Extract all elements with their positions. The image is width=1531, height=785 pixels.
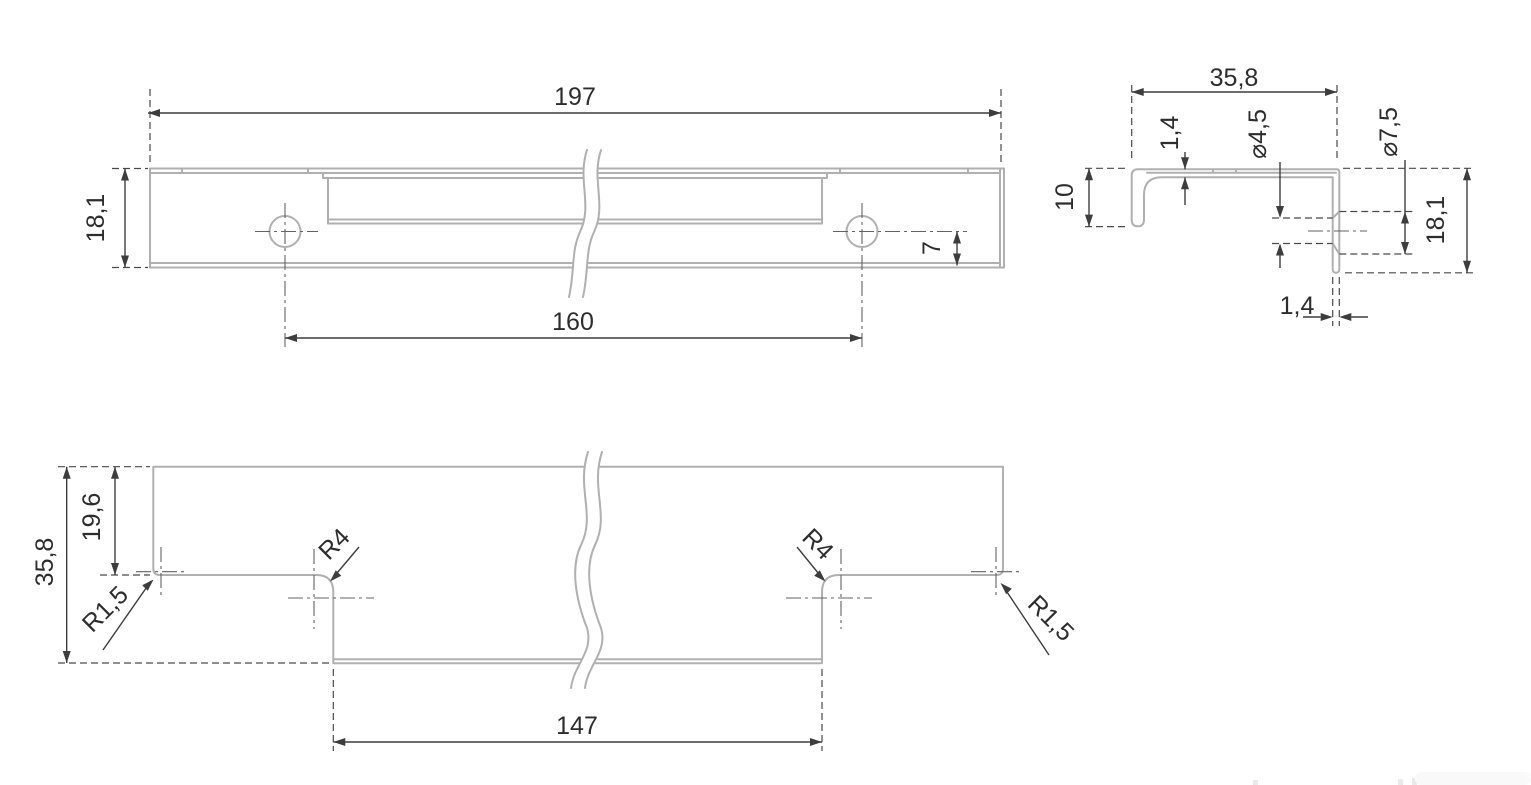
plan-extension-lines xyxy=(58,466,823,751)
section-dim-top-thickness: 1,4 xyxy=(1156,116,1189,205)
plan-view: 35,8 19,6 R1,5 R4 R4 xyxy=(31,451,1079,751)
section-dim-wall-thickness: 1,4 xyxy=(1280,292,1368,321)
dim-label-section-height: 18,1 xyxy=(1422,196,1450,245)
dim-label-radius-right-step: R4 xyxy=(796,523,838,565)
plan-dim-front-depth: 19,6 xyxy=(78,466,119,575)
dim-label-plan-front-depth: 19,6 xyxy=(78,493,106,542)
dim-label-small-hole-diameter: ⌀4,5 xyxy=(1244,109,1272,159)
dim-label-front-height: 18,1 xyxy=(82,194,110,243)
front-view: 197 18,1 160 7 xyxy=(82,83,1005,347)
dim-label-lip-height: 10 xyxy=(1051,183,1079,211)
plan-callout-radius-left-step: R4 xyxy=(313,523,360,582)
dim-label-radius-right-corner: R1,5 xyxy=(1022,590,1079,647)
front-dim-hole-offset: 7 xyxy=(918,231,961,266)
plan-break-line xyxy=(570,451,604,689)
section-dim-width: 35,8 xyxy=(1131,64,1337,96)
section-profile xyxy=(1130,168,1341,274)
section-dim-small-hole: ⌀4,5 xyxy=(1244,109,1284,268)
plan-radius-centerlines xyxy=(136,547,1021,629)
section-dim-lip-height: 10 xyxy=(1051,168,1093,227)
dim-label-large-hole-diameter: ⌀7,5 xyxy=(1375,107,1403,157)
dim-label-hole-offset: 7 xyxy=(918,241,946,255)
front-break-line xyxy=(568,149,602,298)
section-dim-height: 18,1 xyxy=(1422,168,1471,273)
front-view-outline xyxy=(149,167,1005,269)
front-dim-hole-spacing: 160 xyxy=(285,308,862,342)
dim-label-cutout-length: 147 xyxy=(556,712,598,740)
plan-dim-cutout-length: 147 xyxy=(333,712,822,746)
dim-label-plan-depth: 35,8 xyxy=(31,538,59,587)
dim-label-hole-spacing: 160 xyxy=(552,308,594,336)
front-dim-length: 197 xyxy=(148,83,1001,117)
plan-callout-radius-right-corner: R1,5 xyxy=(1000,583,1079,656)
dim-label-radius-left-corner: R1,5 xyxy=(77,581,134,638)
front-hole-centerlines xyxy=(255,203,967,347)
section-hole-hidden-lines xyxy=(1272,210,1416,255)
section-dim-large-hole: ⌀7,5 xyxy=(1375,107,1409,254)
front-extension-lines xyxy=(112,86,1002,269)
front-dim-height: 18,1 xyxy=(82,168,129,268)
plan-outline xyxy=(152,465,1004,665)
dim-label-wall-thickness: 1,4 xyxy=(1280,292,1315,320)
dim-label-front-length: 197 xyxy=(554,83,596,111)
plan-callout-radius-right-step: R4 xyxy=(796,523,839,582)
side-section-view: 35,8 1,4 10 ⌀4,5 xyxy=(1051,64,1475,326)
section-extension-lines xyxy=(1085,84,1475,326)
plan-dim-depth: 35,8 xyxy=(31,466,71,663)
cropped-watermark-fragments xyxy=(1253,772,1531,785)
dim-label-section-width: 35,8 xyxy=(1210,64,1259,92)
plan-callout-radius-left-corner: R1,5 xyxy=(77,579,154,651)
dim-label-top-thickness: 1,4 xyxy=(1156,116,1184,151)
